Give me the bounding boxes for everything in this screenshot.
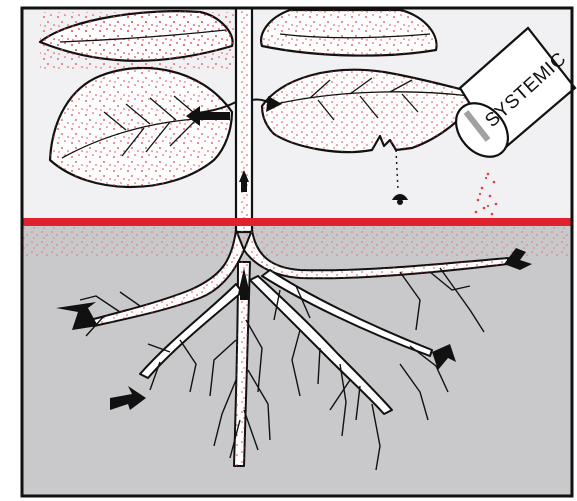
soil-speckle [22,226,572,256]
ground-line [22,218,572,226]
